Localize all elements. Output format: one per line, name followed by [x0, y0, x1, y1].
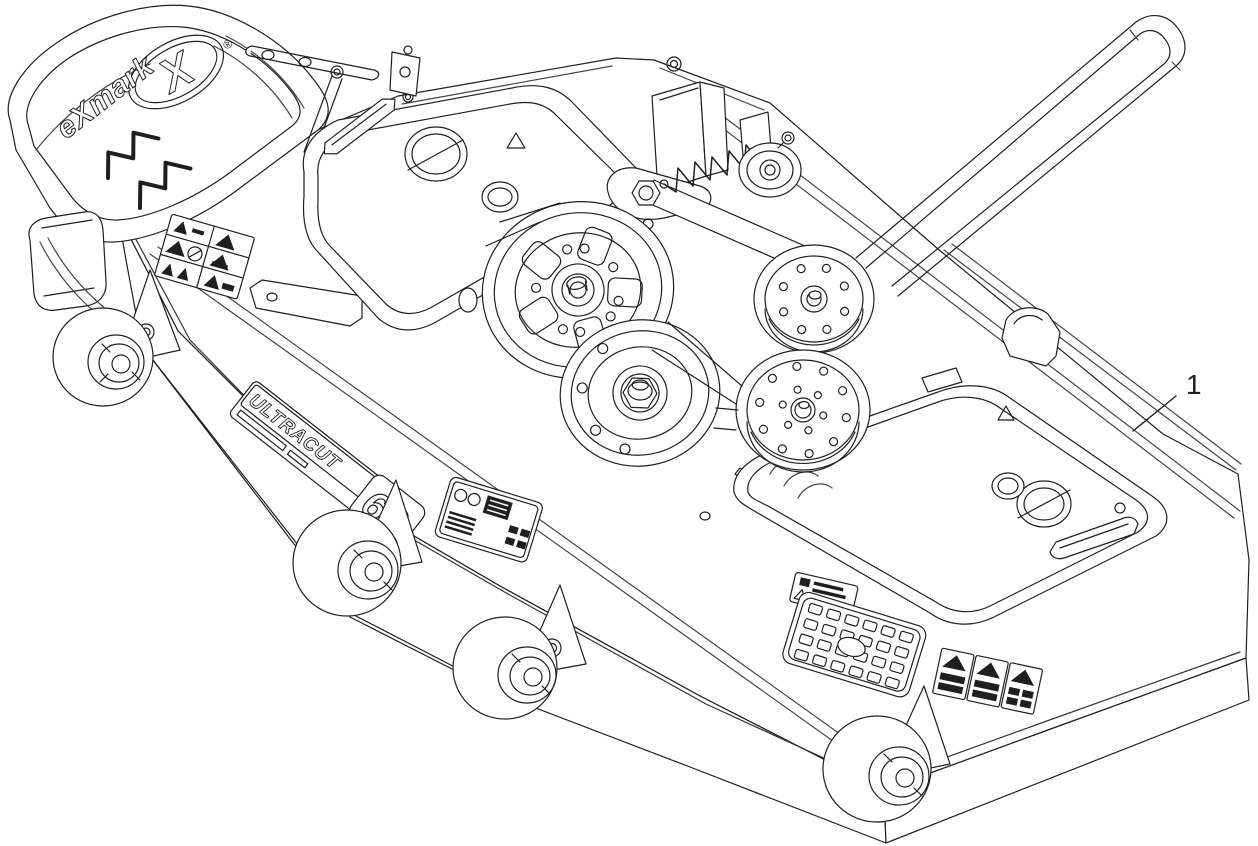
warning-decal-grid-left — [154, 213, 255, 300]
pulley-bolt-holes — [530, 243, 624, 338]
left-cover-handle-slot — [323, 98, 396, 155]
tread-step-plate — [782, 591, 927, 698]
right-spindle-pulley — [735, 349, 871, 473]
upper-ribbed-pulley — [753, 244, 875, 354]
anti-scalp-roller-2 — [292, 479, 423, 617]
anti-scalp-roller-4 — [822, 685, 951, 823]
anti-scalp-roller-3 — [452, 584, 587, 720]
deck-belt-segments — [485, 202, 743, 431]
discharge-chute: X ® eXmark — [7, 4, 329, 333]
warning-triangle-icon — [506, 132, 526, 149]
right-cover-cap — [1016, 480, 1072, 528]
callout-label: 1 — [1186, 369, 1202, 400]
warning-triangle-icon — [997, 405, 1015, 421]
tread-cleats — [793, 602, 914, 690]
pulley-holes — [778, 263, 850, 335]
pulley-holes — [755, 361, 851, 459]
right-cover-handle-slot — [1049, 502, 1139, 560]
warning-decal-strip-right — [932, 647, 1043, 715]
idler-pivot-pulley — [738, 131, 802, 198]
left-cover-cap — [404, 126, 468, 182]
callout-leader-line — [1132, 395, 1177, 432]
spindle-hex-nut — [622, 377, 658, 409]
anti-scalp-roller-1 — [52, 269, 181, 407]
left-spindle-pulley — [559, 319, 721, 467]
callout-1[interactable]: 1 — [1132, 369, 1202, 432]
hanger-bracket-assembly — [245, 45, 421, 156]
belt-routing-decal — [434, 476, 543, 563]
pto-belt-loop — [855, 15, 1186, 297]
